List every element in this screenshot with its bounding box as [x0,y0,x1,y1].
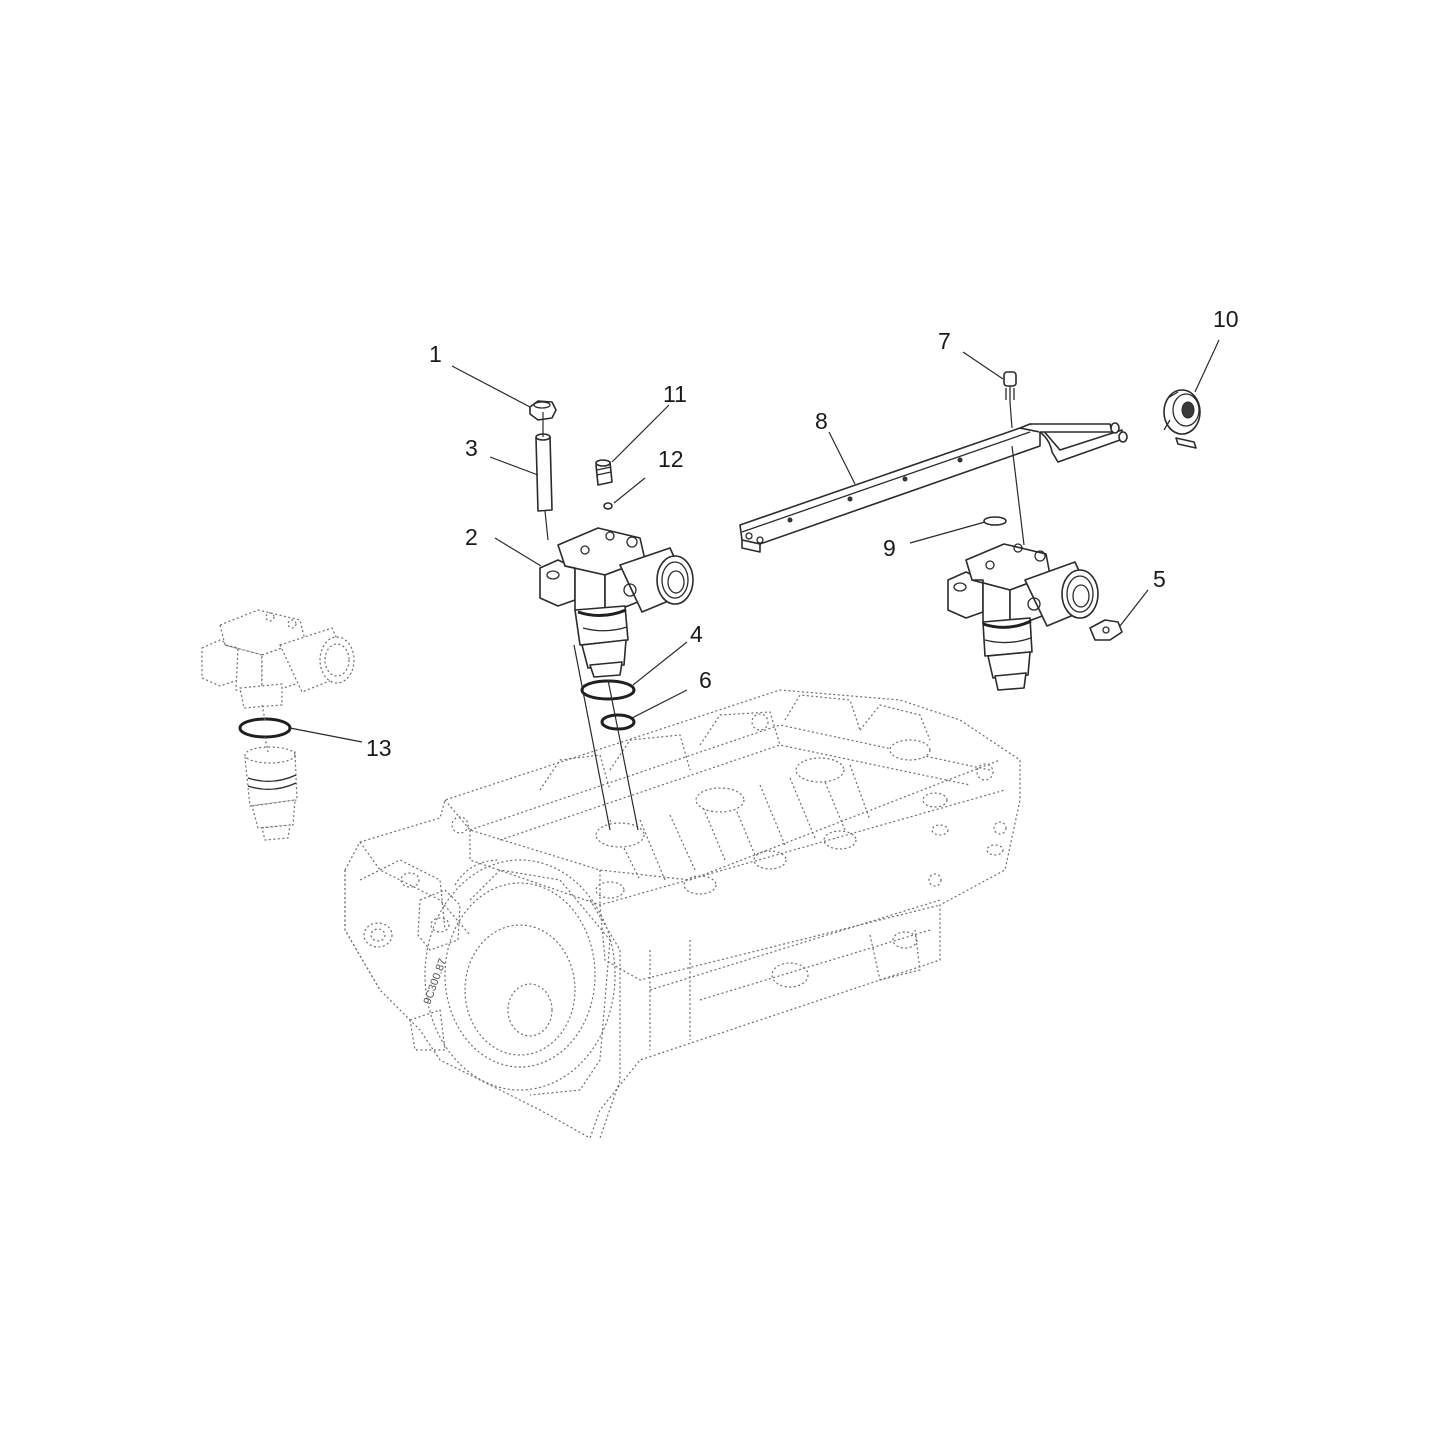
bolt-7 [1003,371,1017,402]
callout-13: 13 [366,735,392,761]
sleeve-pin-3 [535,433,553,512]
assembly-alignment-lines [542,401,1025,831]
callout-4: 4 [690,621,703,647]
callout-7: 7 [938,328,951,354]
callout-10: 10 [1213,306,1239,332]
small-seal-12 [603,502,613,510]
left-assembly-guide-line [261,704,269,753]
callout-labels: 1 2 3 4 5 6 7 8 9 10 11 12 13 [366,306,1239,761]
callout-5: 5 [1153,566,1166,592]
callout-11: 11 [663,381,687,407]
solenoid-actuator-center [539,527,694,678]
callout-2: 2 [465,524,478,550]
callout-3: 3 [465,435,478,461]
callout-8: 8 [815,408,828,434]
callout-6: 6 [699,667,712,693]
o-ring-13 [238,717,292,739]
cylinder-head-drawing: 9C300.87 [344,689,1021,1139]
o-ring-4 [580,679,636,701]
retaining-clip-5 [1089,619,1123,641]
callout-9: 9 [883,535,896,561]
nut-1 [529,400,557,421]
fitting-11 [595,459,613,486]
engine-stamp-text: 9C300.87 [422,957,450,1006]
o-ring-6 [600,713,636,731]
solenoid-actuator-left [201,609,355,841]
fuel-rail-8 [739,422,1128,553]
leader-lines [289,339,1220,743]
callout-1: 1 [429,341,442,367]
solenoid-actuator-right [947,543,1099,691]
callout-12: 12 [658,446,684,472]
connector-plug-10 [1163,389,1201,449]
washer-9 [983,516,1007,526]
